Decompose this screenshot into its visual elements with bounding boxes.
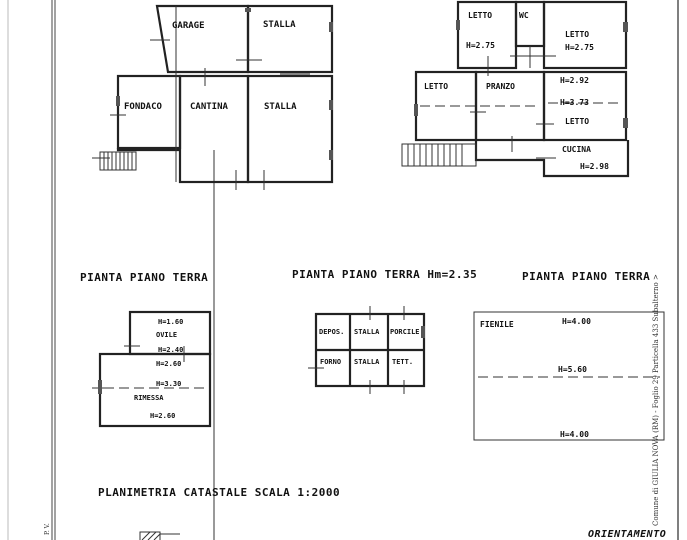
room-forno: FORNO (320, 358, 341, 366)
room-depos: DEPOS. (319, 328, 344, 336)
height-fienile-3: H=4.00 (560, 430, 589, 439)
title-scale: PLANIMETRIA CATASTALE SCALA 1:2000 (98, 486, 341, 499)
height-ovile-1: H=1.60 (158, 318, 183, 326)
height-rimessa-3: H=2.60 (150, 412, 175, 420)
height-cucina: H=2.98 (580, 162, 609, 171)
height-rimessa-2: H=3.30 (156, 380, 181, 388)
stairs-1 (92, 151, 137, 171)
site-plan-fragment (139, 531, 180, 540)
room-stalla-4: STALLA (354, 358, 380, 366)
title-plan-1: PIANTA PIANO TERRA (80, 271, 209, 284)
plan-1-ground-floor: GARAGE STALLA FONDACO CANTINA STALLA (92, 4, 334, 190)
room-cucina: CUCINA (562, 145, 591, 154)
room-garage: GARAGE (172, 21, 205, 31)
title-plan-2: PIANTA PIANO TERRA Hm=2.35 (292, 268, 478, 281)
room-letto-3: LETTO (424, 82, 448, 91)
title-orientamento: ORIENTAMENTO (588, 529, 667, 540)
height-letto-4a: H=3.73 (560, 98, 589, 107)
cadastral-reference: Comune di GIULIA NOVA (RM) - Foglio 29 P… (652, 274, 660, 526)
room-fondaco: FONDACO (124, 102, 163, 112)
title-plan-3: PIANTA PIANO TERRA (522, 270, 651, 283)
room-cantina: CANTINA (190, 102, 229, 112)
plan-5-fienile: FIENILE H=4.00 H=5.60 H=4.00 (473, 311, 665, 441)
room-wc: WC (519, 11, 529, 20)
plan-3-ovile-rimessa: H=1.60 OVILE H=2.40 H=2.60 H=3.30 RIMESS… (92, 310, 212, 428)
height-ovile-2: H=2.40 (158, 346, 183, 354)
room-porcile: PORCILE (390, 328, 420, 336)
margin-mark: P. V. (44, 523, 51, 535)
room-stalla-2: STALLA (264, 102, 297, 112)
room-tett: TETT. (392, 358, 413, 366)
height-letto-1: H=2.75 (466, 41, 495, 50)
room-letto-4: LETTO (565, 117, 589, 126)
plan-4-annex: DEPOS. STALLA PORCILE FORNO STALLA TETT. (308, 306, 426, 394)
room-letto-1: LETTO (468, 11, 492, 20)
height-pranzo: H=2.92 (560, 76, 589, 85)
height-fienile-2: H=5.60 (558, 365, 587, 374)
room-ovile: OVILE (156, 331, 177, 339)
plan-2-upper-floor: LETTO H=2.75 WC LETTO H=2.75 LETTO PRANZ… (401, 0, 630, 178)
stairs-2 (401, 143, 477, 167)
room-stalla-3: STALLA (354, 328, 380, 336)
height-rimessa-1: H=2.60 (156, 360, 181, 368)
room-stalla-1: STALLA (263, 20, 296, 30)
height-letto-2: H=2.75 (565, 43, 594, 52)
height-fienile-1: H=4.00 (562, 317, 591, 326)
room-rimessa: RIMESSA (134, 394, 164, 402)
room-letto-2: LETTO (565, 30, 589, 39)
room-pranzo: PRANZO (486, 82, 515, 91)
room-fienile: FIENILE (480, 320, 514, 329)
